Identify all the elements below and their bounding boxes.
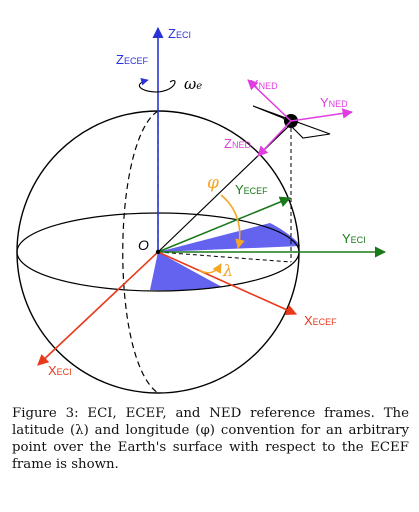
label-z-eci: ZECI	[168, 26, 191, 41]
longitude-angle-arc	[198, 263, 222, 274]
label-omega: ωe	[184, 75, 202, 93]
y-ecef-axis	[157, 196, 292, 253]
projection-line-horizontal	[157, 251, 292, 263]
figure-caption: Figure 3: ECI, ECEF, and NED reference f…	[12, 405, 409, 473]
y-ned-axis	[290, 108, 354, 122]
reference-frames-diagram: ZECI ZECEF ωe XNED YNED ZNED φ YECEF O Y…	[16, 26, 387, 394]
x-eci-axis	[37, 251, 159, 366]
label-x-ecef: XECEF	[304, 313, 337, 328]
ned-tangent-plane	[252, 105, 331, 139]
label-y-eci: YECI	[342, 231, 366, 246]
longitude-wedge	[158, 223, 300, 252]
origin-point	[155, 249, 161, 255]
label-z-ned: ZNED	[224, 136, 251, 151]
latitude-angle-arc	[220, 194, 245, 249]
label-x-eci: XECI	[48, 363, 72, 378]
equator-front	[16, 251, 300, 292]
caption-text: Figure 3: ECI, ECEF, and NED reference f…	[12, 406, 409, 472]
label-origin: O	[138, 237, 149, 253]
label-x-ned: XNED	[250, 77, 278, 92]
x-ecef-axis	[157, 251, 298, 315]
z-ned-axis	[257, 120, 292, 157]
label-y-ecef: YECEF	[235, 182, 268, 197]
rotation-arrow	[138, 77, 176, 93]
label-phi: φ	[207, 173, 219, 193]
meridian-back	[122, 110, 159, 394]
label-lambda: λ	[222, 261, 233, 280]
equatorial-wedge	[150, 252, 222, 291]
label-y-ned: YNED	[320, 95, 348, 110]
x-ned-axis	[247, 79, 292, 122]
label-z-ecef: ZECEF	[116, 52, 148, 67]
